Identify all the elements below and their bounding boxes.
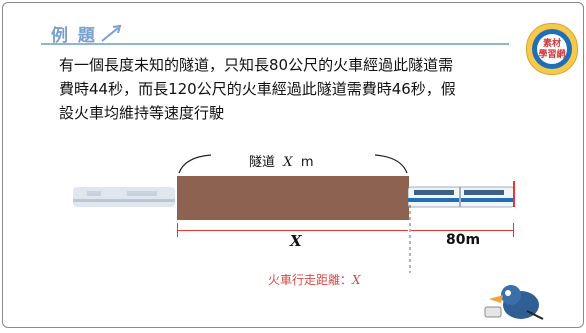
problem-text: 有一個長度未知的隧道，只知長80公尺的火車經過此隧道需 費時44秒，而長120公… bbox=[59, 53, 529, 125]
tunnel-label: 隧道 X m bbox=[249, 155, 314, 170]
example-card: 例 題 素材 學習網 有一個長度未知的隧道，只知長80公尺的火車經過此隧道需 費… bbox=[2, 2, 584, 328]
distance-var: X bbox=[352, 273, 361, 287]
tunnel-var: X bbox=[283, 155, 293, 170]
problem-line-2: 費時44秒，而長120公尺的火車經過此隧道需費時46秒，假 bbox=[59, 80, 456, 98]
distance-label: 火車行走距離：X bbox=[268, 273, 361, 287]
train-measure-line bbox=[411, 230, 514, 231]
x-measure-line bbox=[178, 230, 408, 231]
train-measure-right-tick bbox=[513, 223, 514, 237]
train-front-marker bbox=[513, 181, 515, 207]
tunnel-bracket bbox=[178, 154, 408, 174]
x-segment-label: X bbox=[290, 232, 302, 250]
train-length-label: 80m bbox=[446, 232, 481, 248]
mascot-icon bbox=[532, 29, 572, 69]
header-underline bbox=[41, 43, 509, 45]
mascot-character-icon bbox=[484, 285, 544, 320]
example-header: 例 題 bbox=[51, 21, 125, 46]
x-measure-left-tick bbox=[177, 223, 178, 237]
badge-line-1: 素材 bbox=[542, 39, 561, 49]
problem-line-1: 有一個長度未知的隧道，只知長80公尺的火車經過此隧道需 bbox=[59, 56, 454, 74]
tunnel-unit: m bbox=[300, 155, 314, 170]
example-label: 例 題 bbox=[51, 26, 97, 46]
train-ghost-icon bbox=[73, 187, 175, 207]
mascot-badge: 素材 學習網 bbox=[526, 23, 578, 75]
problem-line-3: 設火車均維持等速度行駛 bbox=[59, 104, 225, 122]
pencil-arrow-icon bbox=[101, 24, 122, 42]
tunnel-body bbox=[177, 176, 409, 220]
divider-dashed-line bbox=[409, 205, 411, 273]
tunnel-diagram: 隧道 X m X 80m bbox=[3, 143, 586, 333]
badge-line-2: 學習網 bbox=[538, 50, 566, 60]
train-icon bbox=[408, 186, 515, 208]
